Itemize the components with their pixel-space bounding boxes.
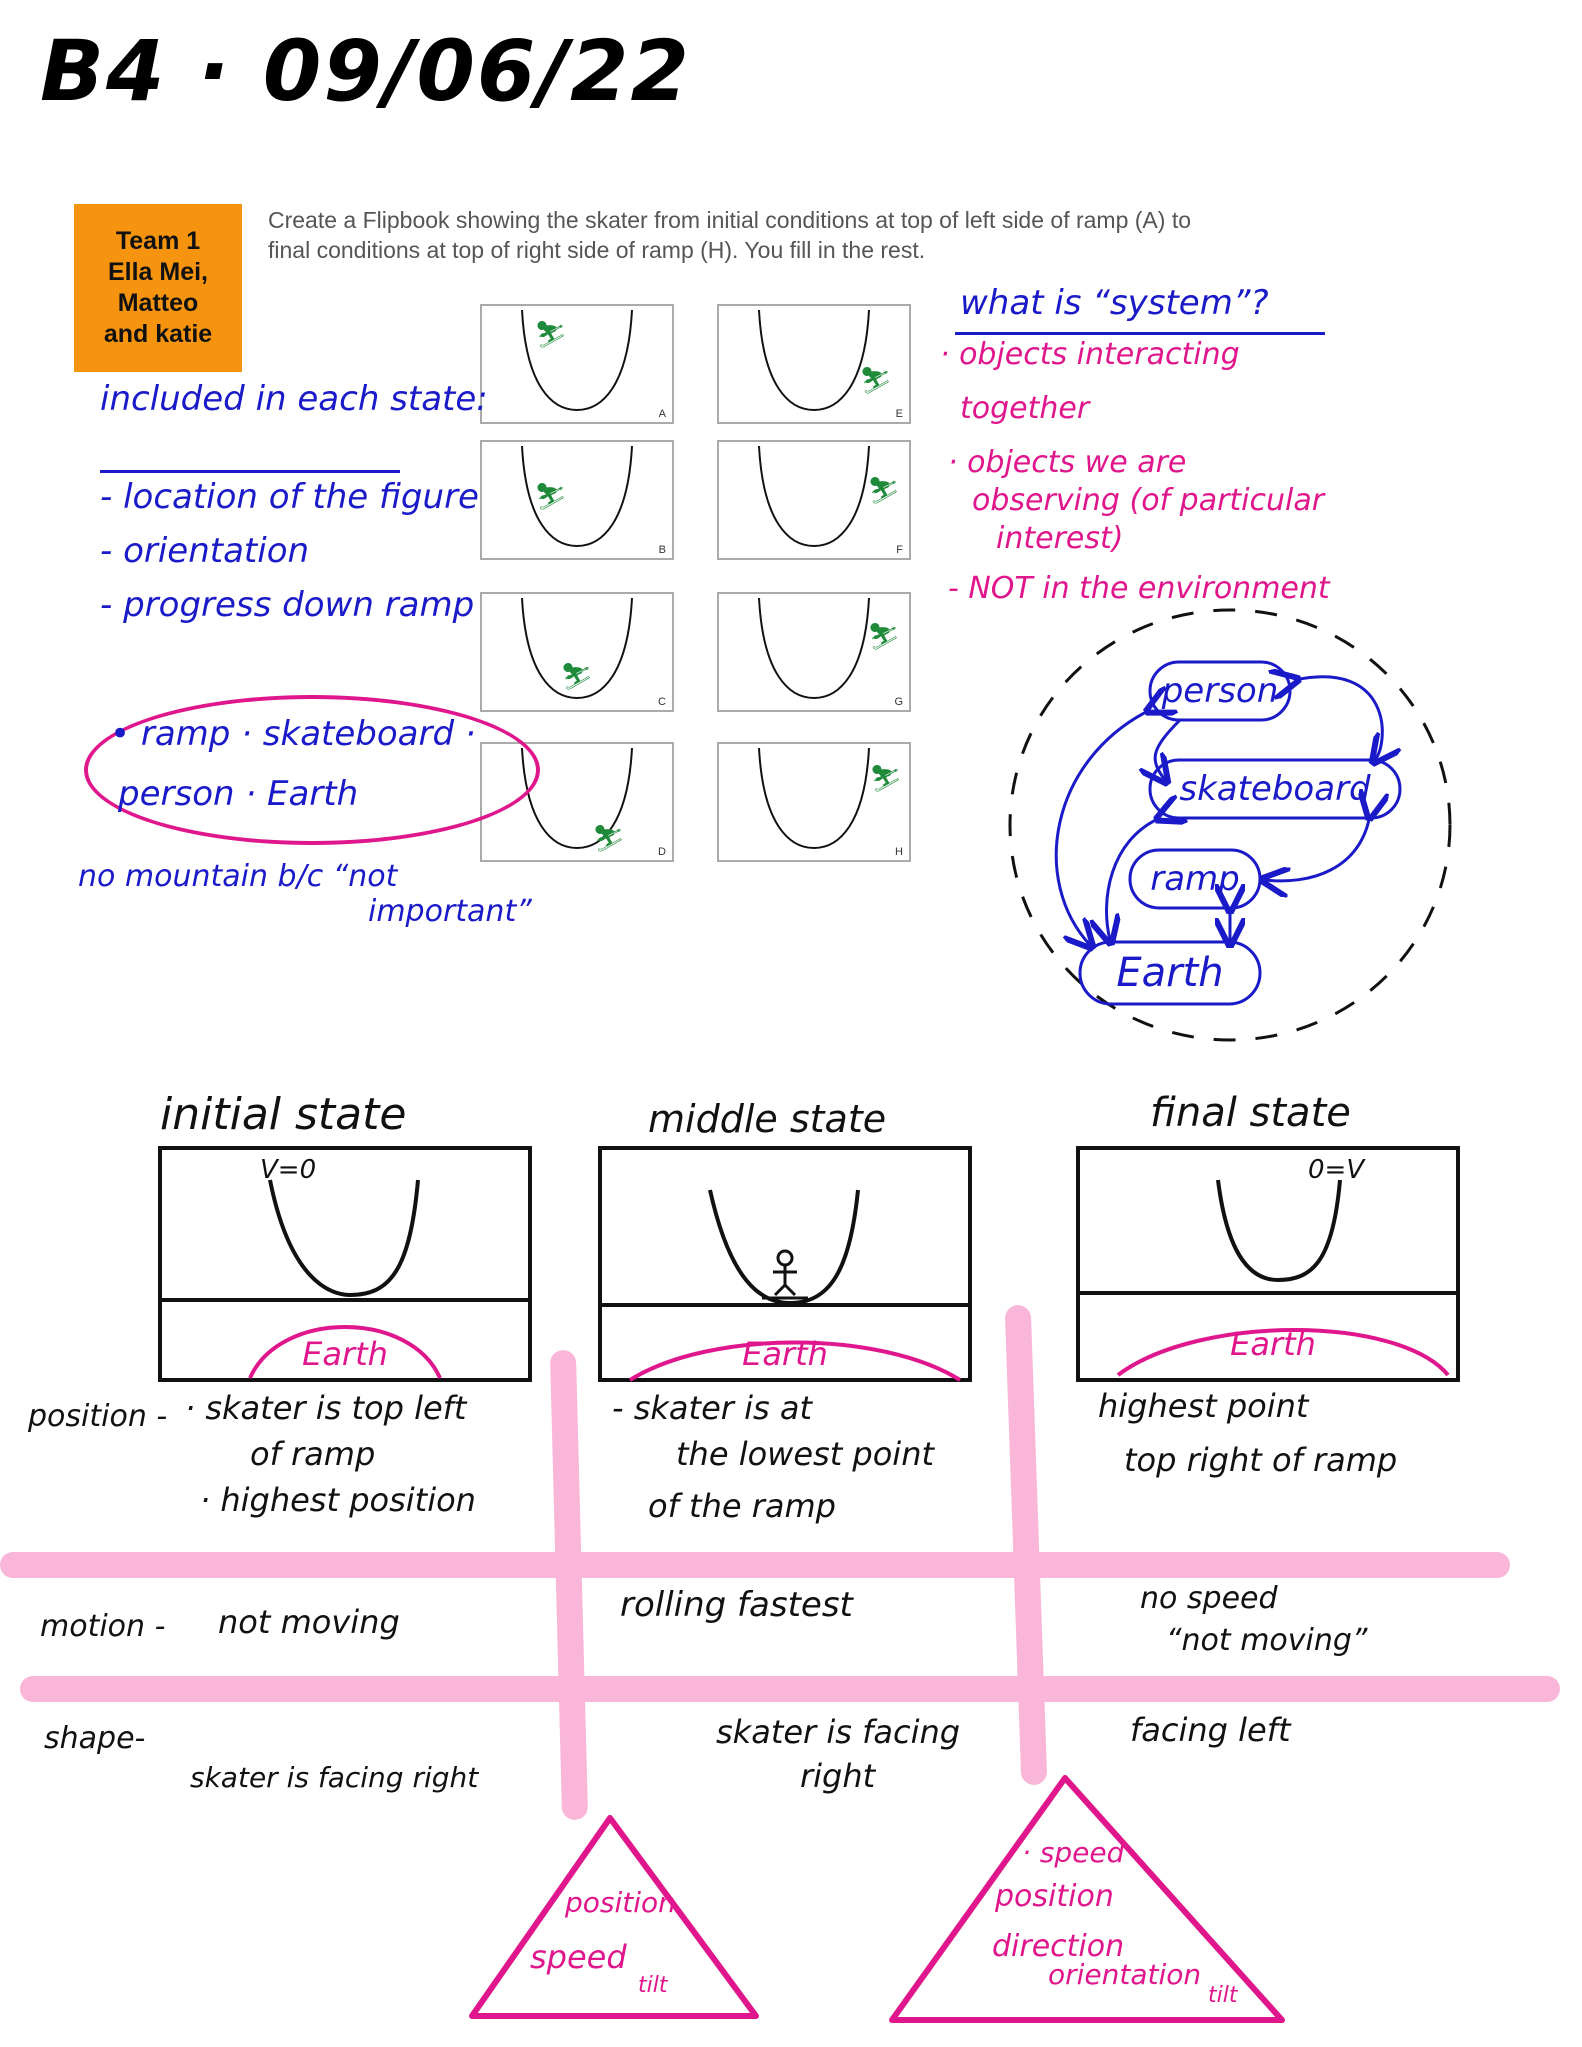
- system-line: · objects interacting: [940, 337, 1240, 372]
- velocity-mark: 0=V: [1308, 1155, 1366, 1185]
- shape-middle: right: [800, 1757, 876, 1795]
- flipbook-frame: G⛷: [717, 592, 911, 712]
- flipbook-frame: C⛷: [480, 592, 674, 712]
- state-title-final: final state: [1150, 1090, 1351, 1136]
- heading-underline: [100, 470, 400, 473]
- state-title-initial: initial state: [160, 1089, 407, 1140]
- shape-final: facing left: [1130, 1711, 1291, 1749]
- frame-label: A: [658, 408, 666, 420]
- node-label: person: [1161, 671, 1279, 711]
- motion-final: no speed: [1140, 1581, 1278, 1616]
- state-box-final: 0=V Earth: [1076, 1146, 1460, 1382]
- motion-middle: rolling fastest: [620, 1585, 853, 1625]
- instructions-text: Create a Flipbook showing the skater fro…: [268, 207, 1191, 263]
- system-line: together: [960, 391, 1090, 426]
- position-middle: of the ramp: [648, 1487, 836, 1525]
- position-initial: · highest position: [200, 1481, 476, 1519]
- page-title: B4 · 09/06/22: [40, 22, 691, 120]
- frame-label: F: [896, 544, 903, 556]
- triangle-right: · speed position direction orientation t…: [889, 1775, 1285, 2023]
- frame-label: D: [658, 846, 666, 858]
- position-initial: · skater is top left: [185, 1389, 467, 1427]
- earth-label: Earth: [302, 1335, 388, 1373]
- team-box: Team 1 Ella Mei, Matteo and katie: [74, 204, 242, 372]
- stick-figure: [762, 1249, 808, 1300]
- triangle-label: tilt: [1208, 1983, 1239, 2008]
- system-line: interest): [996, 521, 1124, 556]
- team-member: Ella Mei,: [107, 257, 209, 286]
- state-box-middle: Earth: [598, 1146, 972, 1382]
- highlight-bar: [0, 1552, 1510, 1578]
- triangle-label: speed: [530, 1938, 627, 1976]
- included-item: - location of the figure: [100, 477, 479, 517]
- system-line: observing (of particular: [972, 483, 1325, 518]
- frame-label: C: [658, 696, 666, 708]
- skater-icon: ⛷: [869, 764, 903, 794]
- system-diagram: person skateboard ramp Earth: [1008, 608, 1452, 1042]
- position-initial: of ramp: [250, 1435, 376, 1473]
- skater-icon: ⛷: [592, 824, 626, 854]
- node-label: ramp: [1150, 859, 1240, 899]
- flipbook-frame: F⛷: [717, 440, 911, 560]
- highlight-bar: [1004, 1304, 1048, 1786]
- row-label-position: position -: [28, 1399, 168, 1434]
- node-label: Earth: [1116, 950, 1223, 996]
- objects-ellipse: [84, 695, 540, 845]
- triangle-label: tilt: [638, 1973, 669, 1998]
- motion-final: “not moving”: [1166, 1623, 1368, 1658]
- triangle-label: position: [994, 1879, 1114, 1914]
- position-middle: - skater is at: [612, 1389, 812, 1427]
- state-title-middle: middle state: [648, 1097, 887, 1141]
- skater-icon: ⛷: [534, 320, 568, 350]
- triangle-label: position: [564, 1886, 676, 1919]
- skater-icon: ⛷: [859, 366, 893, 396]
- triangle-label: direction: [992, 1929, 1124, 1964]
- shape-middle: skater is facing: [716, 1713, 961, 1751]
- position-final: top right of ramp: [1124, 1441, 1398, 1479]
- flipbook-frame: H⛷: [717, 742, 911, 862]
- velocity-mark: V=0: [260, 1155, 316, 1185]
- mountain-note: important”: [368, 894, 532, 929]
- included-heading: included in each state:: [100, 379, 488, 419]
- position-middle: the lowest point: [676, 1435, 935, 1473]
- frame-label: E: [895, 408, 903, 420]
- system-line: · objects we are: [948, 445, 1187, 480]
- skater-icon: ⛷: [867, 476, 901, 506]
- earth-label: Earth: [1230, 1325, 1316, 1363]
- row-label-motion: motion -: [40, 1609, 166, 1644]
- triangle-label: · speed: [1022, 1836, 1125, 1869]
- highlight-bar: [549, 1349, 589, 1821]
- flipbook-frame: B⛷: [480, 440, 674, 560]
- objects-line: person · Earth: [118, 774, 359, 814]
- triangle-label: orientation: [1048, 1958, 1201, 1991]
- skater-icon: ⛷: [867, 622, 901, 652]
- frame-label: B: [658, 544, 666, 556]
- triangle-left: position speed tilt: [469, 1815, 759, 2019]
- row-label-shape: shape-: [44, 1721, 146, 1756]
- included-item: - orientation: [100, 531, 310, 571]
- team-member: Matteo: [117, 289, 199, 317]
- objects-line: • ramp · skateboard ·: [110, 714, 476, 754]
- shape-initial: skater is facing right: [190, 1761, 479, 1794]
- highlight-bar: [20, 1676, 1560, 1702]
- node-label: skateboard: [1179, 769, 1371, 809]
- skater-icon: ⛷: [534, 482, 568, 512]
- earth-label: Earth: [742, 1335, 828, 1373]
- system-heading: what is “system”?: [960, 283, 1269, 323]
- skater-icon: ⛷: [560, 662, 594, 692]
- included-item: - progress down ramp: [100, 585, 475, 625]
- state-box-initial: V=0 Earth: [158, 1146, 532, 1382]
- system-underline: [955, 332, 1325, 335]
- team-member: and katie: [103, 320, 213, 349]
- frame-label: G: [894, 696, 903, 708]
- team-label: Team 1: [115, 226, 201, 255]
- flipbook-frame: E⛷: [717, 304, 911, 424]
- mountain-note: no mountain b/c “not: [78, 859, 398, 894]
- system-line: - NOT in the environment: [948, 571, 1330, 606]
- motion-initial: not moving: [218, 1603, 400, 1641]
- position-final: highest point: [1098, 1387, 1309, 1425]
- frame-label: H: [895, 846, 903, 858]
- flipbook-frame: A⛷: [480, 304, 674, 424]
